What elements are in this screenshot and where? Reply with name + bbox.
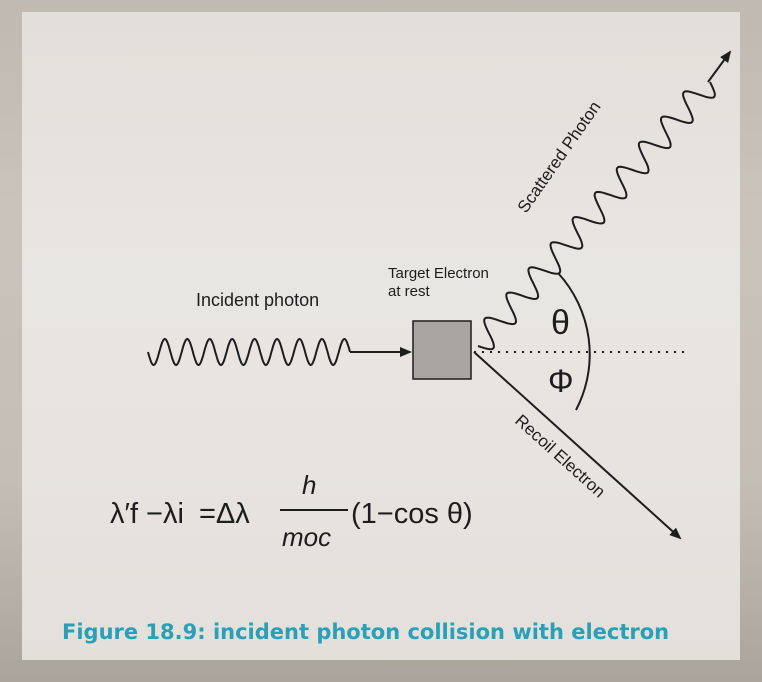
target-electron-box [413, 321, 471, 379]
formula-lhs: λ′f −λi [110, 498, 184, 530]
recoil-electron-label: Recoil Electron [511, 411, 609, 502]
recoil-electron-arrow [474, 352, 680, 538]
formula-numerator: h [302, 470, 316, 500]
scattered-photon-label: Scattered Photon [514, 98, 605, 217]
target-electron-label: Target Electron [388, 265, 489, 282]
theta-symbol: θ [551, 304, 570, 342]
formula-denominator: moc [282, 522, 331, 552]
formula-lhs-text: λ′f −λi [110, 498, 184, 530]
figure-caption: Figure 18.9: incident photon collision w… [62, 620, 669, 644]
scattered-arrow [708, 52, 730, 82]
phi-symbol: Φ [548, 363, 574, 399]
compton-formula: λ′f −λi =Δλ h moc (1−cos θ) [110, 470, 473, 552]
incident-photon-wave [148, 339, 350, 365]
formula-equals: =Δλ [199, 498, 250, 530]
scattered-photon-wave [478, 82, 715, 349]
target-at-rest-label: at rest [388, 283, 431, 300]
formula-factor: (1−cos θ) [351, 498, 473, 530]
incident-photon-label: Incident photon [196, 290, 319, 310]
